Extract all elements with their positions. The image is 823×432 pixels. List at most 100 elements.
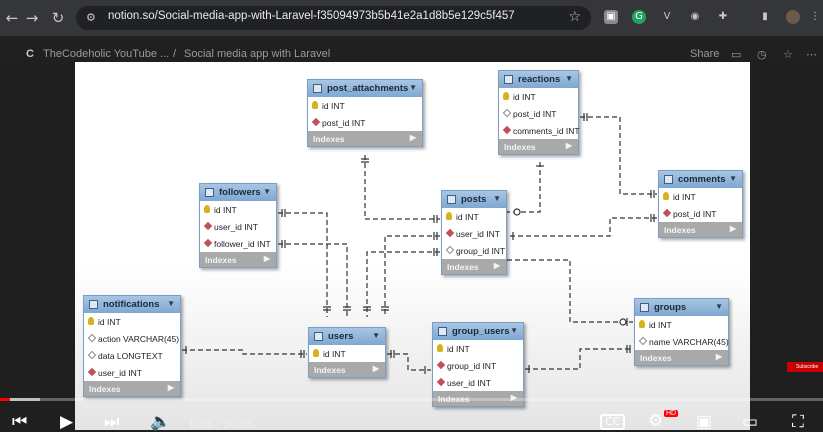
camera-icon[interactable]: ◉ — [690, 11, 700, 22]
collapse-arrow-icon[interactable]: ▼ — [263, 187, 271, 196]
rel-group-users-groups — [525, 348, 633, 370]
table-group-users[interactable]: group_users▼ id INT group_id INT user_id… — [432, 322, 524, 407]
collapse-arrow-icon[interactable]: ▼ — [409, 83, 417, 92]
column: user_id INT — [214, 222, 258, 232]
table-icon — [314, 332, 323, 341]
play-icon[interactable]: ▶ — [60, 412, 74, 432]
collapse-arrow-icon[interactable]: ▼ — [493, 194, 501, 203]
table-users[interactable]: users▼ id INT Indexes▶ — [308, 327, 386, 378]
fullscreen-icon[interactable]: ⛶ — [792, 412, 804, 432]
expand-arrow-icon[interactable]: ▶ — [715, 352, 722, 361]
column: user_id INT — [447, 378, 491, 388]
grammarly-icon[interactable]: G — [632, 10, 646, 24]
hd-badge: HD — [664, 410, 679, 417]
table-icon — [504, 75, 513, 84]
theater-mode-icon[interactable]: ▭ — [742, 412, 759, 432]
table-followers[interactable]: followers▼ id INT user_id INT follower_i… — [199, 183, 277, 268]
expand-arrow-icon[interactable]: ▶ — [729, 224, 736, 233]
progress-bar[interactable] — [0, 398, 10, 401]
back-arrow-icon[interactable]: ← — [5, 9, 19, 27]
table-name: comments — [678, 174, 726, 185]
page-more-icon[interactable]: ⋯ — [806, 48, 817, 61]
expand-arrow-icon[interactable]: ▶ — [409, 133, 416, 142]
expand-arrow-icon[interactable]: ▶ — [372, 364, 379, 373]
address-bar[interactable]: ⚙ notion.so/Social-media-app-with-Larave… — [76, 6, 591, 30]
expand-arrow-icon[interactable]: ▶ — [565, 141, 572, 150]
table-icon — [664, 175, 673, 184]
share-button[interactable]: Share — [690, 48, 720, 60]
table-reactions[interactable]: reactions▼ id INT post_id INT comments_i… — [498, 70, 580, 155]
table-name: users — [328, 331, 354, 342]
sidebar-icon[interactable]: ▮ — [762, 11, 768, 22]
table-post-attachments[interactable]: post_attachments▼ id INT post_id INT Ind… — [307, 79, 423, 147]
foreign-key-icon — [311, 117, 321, 127]
breadcrumb-workspace[interactable]: TheCodeholic YouTube ... — [43, 48, 170, 60]
collapse-arrow-icon[interactable]: ▼ — [729, 174, 737, 183]
rel-notifications-users — [182, 349, 307, 355]
extension-icon[interactable]: ▣ — [604, 10, 618, 24]
avatar[interactable] — [786, 10, 800, 24]
indexes-label: Indexes — [438, 394, 470, 404]
history-icon[interactable]: ◷ — [757, 48, 767, 61]
column: group_id INT — [456, 246, 506, 256]
foreign-key-icon — [502, 125, 512, 135]
collapse-arrow-icon[interactable]: ▼ — [715, 302, 723, 311]
vue-devtools-icon[interactable]: V — [663, 11, 671, 22]
column: id INT — [98, 317, 121, 327]
table-comments[interactable]: comments▼ id INT post_id INT Indexes▶ — [658, 170, 743, 238]
column: post_id INT — [513, 109, 557, 119]
table-name: groups — [654, 302, 687, 313]
foreign-key-icon — [662, 208, 672, 218]
collapse-arrow-icon[interactable]: ▼ — [510, 326, 518, 335]
er-diagram: post_attachments▼ id INT post_id INT Ind… — [75, 62, 750, 430]
site-info-icon[interactable]: ⚙ — [86, 11, 96, 24]
table-groups[interactable]: groups▼ id INT name VARCHAR(45) Indexes▶ — [634, 298, 729, 366]
table-posts[interactable]: posts▼ id INT user_id INT group_id INT I… — [441, 190, 507, 275]
favorite-star-icon[interactable]: ☆ — [783, 48, 793, 61]
next-icon[interactable]: ⏭ — [104, 412, 120, 432]
foreign-key-icon — [87, 367, 97, 377]
table-icon — [89, 300, 98, 309]
collapse-arrow-icon[interactable]: ▼ — [565, 74, 573, 83]
column: follower_id INT — [214, 239, 271, 249]
collapse-arrow-icon[interactable]: ▼ — [372, 331, 380, 340]
expand-arrow-icon[interactable]: ▶ — [493, 261, 500, 270]
primary-key-icon — [312, 101, 318, 109]
bookmark-star-icon[interactable]: ☆ — [568, 9, 581, 25]
puzzle-icon[interactable]: ✚ — [718, 11, 728, 22]
comment-icon[interactable]: ▭ — [731, 48, 742, 61]
column-icon — [638, 336, 648, 346]
primary-key-icon — [437, 344, 443, 352]
table-notifications[interactable]: notifications▼ id INT action VARCHAR(45)… — [83, 295, 181, 397]
expand-arrow-icon[interactable]: ▶ — [263, 254, 270, 263]
column: comments_id INT — [513, 126, 580, 136]
table-name: group_users — [452, 326, 510, 337]
indexes-label: Indexes — [504, 142, 536, 152]
primary-key-icon — [313, 349, 319, 357]
breadcrumb-separator: / — [173, 48, 177, 60]
rel-reactions-posts — [507, 162, 541, 213]
volume-icon[interactable]: 🔈 — [150, 412, 172, 432]
breadcrumb-page[interactable]: Social media app with Laravel — [184, 48, 331, 60]
expand-arrow-icon[interactable]: ▶ — [167, 383, 174, 392]
progress-track[interactable] — [0, 398, 823, 401]
miniplayer-icon[interactable]: ▣ — [696, 412, 713, 432]
table-name: posts — [461, 194, 487, 205]
foreign-key-icon — [203, 238, 213, 248]
column: id INT — [513, 92, 536, 102]
reload-icon[interactable]: ↻ — [51, 9, 65, 27]
column: id INT — [322, 101, 345, 111]
forward-arrow-icon[interactable]: → — [25, 9, 39, 27]
settings-gear-icon[interactable]: ⚙ — [648, 411, 664, 431]
subscribe-badge[interactable]: Subscribe — [787, 362, 823, 372]
expand-arrow-icon[interactable]: ▶ — [510, 393, 517, 402]
rel-posts-users — [384, 235, 440, 317]
previous-icon[interactable]: ⏮ — [12, 412, 28, 432]
collapse-arrow-icon[interactable]: ▼ — [167, 299, 175, 308]
foreign-key-icon — [436, 360, 446, 370]
captions-icon[interactable]: CC — [600, 414, 626, 430]
table-icon — [447, 195, 456, 204]
rel-posts-groups — [507, 259, 633, 323]
column: id INT — [447, 344, 470, 354]
more-menu-icon[interactable]: ⋮ — [810, 11, 820, 22]
